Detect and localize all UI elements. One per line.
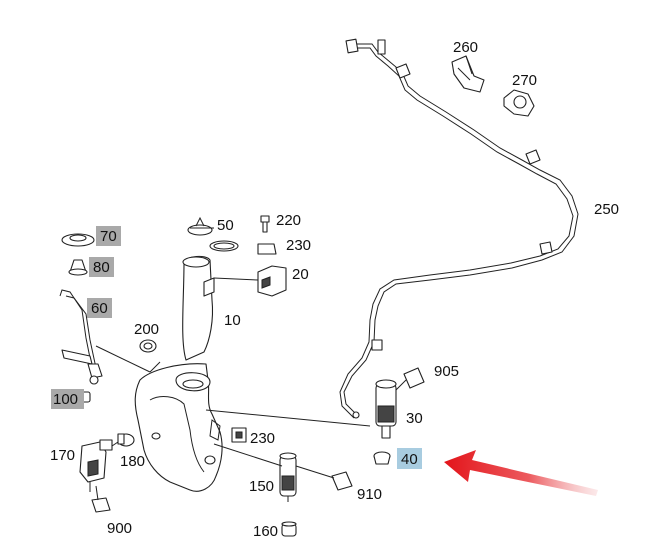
connector-900 — [91, 497, 111, 513]
connector-910 — [331, 471, 353, 491]
label-220: 220 — [276, 212, 301, 229]
grommet-180 — [117, 433, 135, 447]
label-70-highlight — [96, 226, 121, 246]
label-900: 900 — [107, 520, 132, 537]
label-230-top: 230 — [286, 237, 311, 254]
label-60-highlight — [87, 298, 112, 318]
label-10: 10 — [224, 312, 241, 329]
label-910: 910 — [357, 486, 382, 503]
label-50: 50 — [217, 217, 234, 234]
screw-220 — [260, 215, 270, 233]
label-100-highlight — [51, 389, 84, 409]
washer-reservoir-10 — [134, 255, 223, 492]
nut-230 — [257, 243, 277, 255]
label-160: 160 — [253, 523, 278, 540]
red-pointer-arrow-icon — [444, 450, 598, 496]
pump-170 — [79, 439, 113, 492]
clip-270 — [503, 89, 535, 117]
grommet-200 — [139, 339, 157, 353]
washer-hose-250 — [339, 38, 579, 419]
label-905: 905 — [434, 363, 459, 380]
leader-lines — [95, 227, 407, 501]
label-80: 80 — [93, 259, 110, 276]
label-70: 70 — [100, 228, 117, 245]
label-20: 20 — [292, 266, 309, 283]
connector-905 — [403, 367, 425, 389]
pump-30 — [375, 379, 397, 439]
label-30: 30 — [406, 410, 423, 427]
label-200: 200 — [134, 321, 159, 338]
clip-230 — [231, 427, 247, 443]
plug-80 — [68, 259, 88, 276]
label-60: 60 — [91, 300, 108, 317]
label-80-highlight — [89, 257, 114, 277]
label-270: 270 — [512, 72, 537, 89]
bracket-260 — [451, 55, 485, 93]
label-260: 260 — [453, 39, 478, 56]
label-250: 250 — [594, 201, 619, 218]
label-150: 150 — [249, 478, 274, 495]
label-230-bottom: 230 — [250, 430, 275, 447]
label-170: 170 — [50, 447, 75, 464]
level-sensor-60 — [59, 289, 103, 385]
grommet-40 — [373, 451, 391, 465]
cap-70 — [61, 233, 95, 247]
bracket-20 — [257, 265, 287, 297]
label-180: 180 — [120, 453, 145, 470]
label-40-highlight — [397, 448, 422, 469]
label-100: 100 — [53, 391, 78, 408]
filler-cap-50 — [187, 216, 239, 252]
grommet-160 — [281, 521, 297, 537]
label-40: 40 — [401, 451, 418, 468]
pump-150 — [279, 452, 297, 502]
